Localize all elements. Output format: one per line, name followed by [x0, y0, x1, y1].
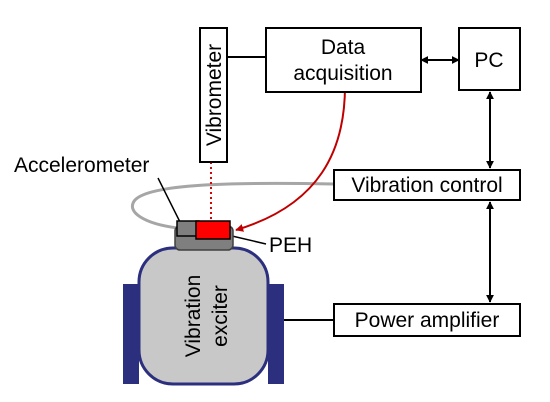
peh-leader-line [231, 235, 267, 245]
peh-cable [235, 85, 346, 232]
accelerometer-label: Accelerometer [14, 154, 149, 177]
vibrometer-box [199, 27, 228, 163]
vibration-control-label: Vibration control [351, 174, 502, 197]
accelerometer-leader-line [157, 177, 181, 223]
pc-label: PC [474, 49, 503, 72]
vibrometer-label: Vibrometer [203, 44, 226, 146]
power-amplifier-box [333, 303, 521, 337]
power-amplifier-label: Power amplifier [355, 309, 500, 332]
exciter-label-line2: exciter [209, 285, 232, 347]
data-acquisition-label-line1: Data [321, 36, 366, 59]
vibration-control-box [333, 169, 521, 201]
exciter-frame-right [268, 284, 284, 384]
data-acquisition-box [265, 27, 422, 93]
peh-label: PEH [269, 234, 312, 257]
peh-device [195, 220, 231, 240]
exciter-frame-left [123, 284, 139, 384]
accelerometer-cable [131, 181, 335, 230]
pc-box [458, 27, 521, 91]
data-acquisition-label-line2: acquisition [293, 62, 392, 85]
exciter-label-line1: Vibration [182, 275, 205, 358]
